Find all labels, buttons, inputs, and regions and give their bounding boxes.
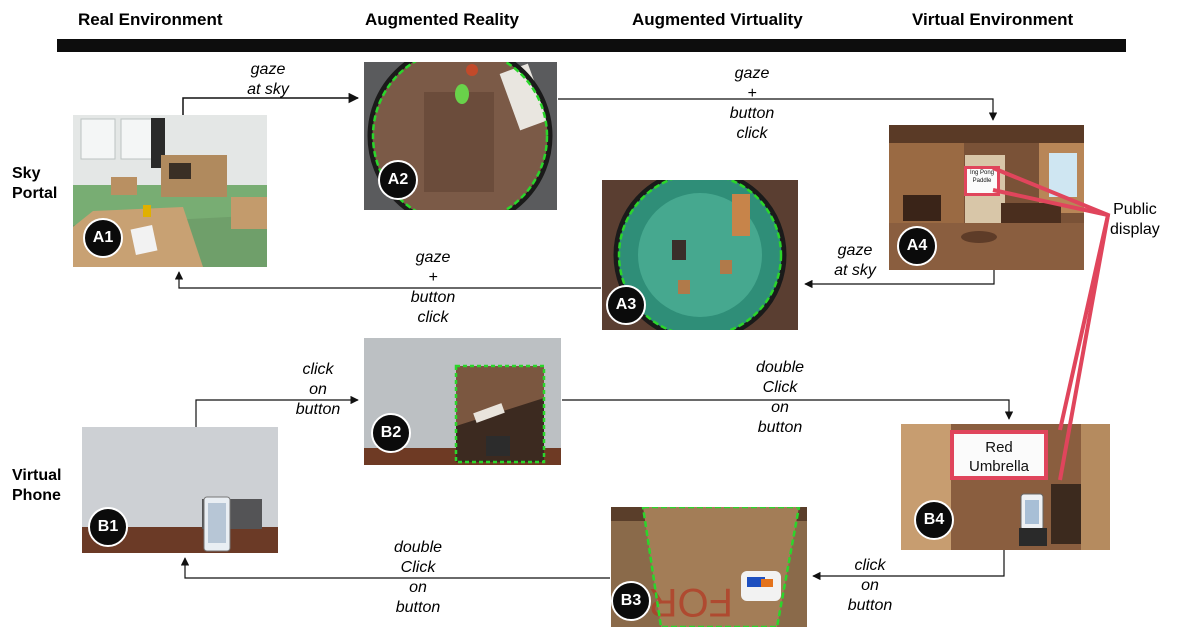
av-phone-scene: FOR <box>611 507 807 627</box>
panel-b1-photo <box>82 427 278 553</box>
real-phone-scene <box>82 427 278 553</box>
badge-b1: B1 <box>88 507 128 547</box>
caption-a3-a1: gaze + button click <box>411 248 455 328</box>
caption-line: + <box>428 269 438 286</box>
caption-line: double <box>755 359 805 376</box>
badge-b3: B3 <box>611 581 651 621</box>
panel-a2-photo <box>364 62 557 210</box>
sign-line: Red <box>985 439 1013 456</box>
badge-a3: A3 <box>606 285 646 325</box>
row-label-line: Virtual <box>12 467 62 484</box>
caption-a2-a4: gaze + button click <box>730 64 774 144</box>
label-line: Public <box>1113 201 1157 218</box>
badge-a4: A4 <box>897 226 937 266</box>
column-header-ar: Augmented Reality <box>365 10 519 29</box>
a4-sign-line: Ing Pong <box>969 170 995 176</box>
column-header-real: Real Environment <box>78 10 223 29</box>
a4-sign-line: Paddle <box>972 178 992 184</box>
caption-line: on <box>309 381 327 398</box>
sign-line: Umbrella <box>968 458 1029 475</box>
panel-b3-photo: FOR <box>611 507 807 627</box>
caption-line: click <box>417 309 449 326</box>
caption-b2-b4: double Click on button <box>756 358 804 438</box>
column-header-av: Augmented Virtuality <box>632 10 803 29</box>
caption-line: button <box>847 597 893 614</box>
row-label-sky-portal: Sky Portal <box>12 164 57 204</box>
caption-line: click <box>302 361 334 378</box>
caption-line: at sky <box>247 81 289 98</box>
caption-line: click <box>854 557 886 574</box>
badge-a1: A1 <box>83 218 123 258</box>
caption-a4-a3: gaze at sky <box>834 241 876 281</box>
panel-a3-photo <box>602 180 798 330</box>
red-umbrella-sign: Red Umbrella <box>950 430 1048 480</box>
caption-line: button <box>410 289 456 306</box>
caption-line: button <box>729 105 775 122</box>
row-label-virtual-phone: Virtual Phone <box>12 466 62 506</box>
row-label-line: Sky <box>12 165 41 182</box>
caption-b3-b1: double Click on button <box>394 538 442 618</box>
public-display-label: Public display <box>1110 200 1160 240</box>
caption-line: on <box>409 579 427 596</box>
badge-b4: B4 <box>914 500 954 540</box>
caption-a1-a2: gaze at sky <box>247 60 289 100</box>
caption-line: gaze <box>415 249 451 266</box>
caption-line: on <box>771 399 789 416</box>
row-label-line: Phone <box>12 487 61 504</box>
label-line: display <box>1110 221 1160 238</box>
badge-b2: B2 <box>371 413 411 453</box>
caption-b4-b3: click on button <box>848 556 892 616</box>
caption-line: button <box>395 599 441 616</box>
caption-line: at sky <box>834 262 876 279</box>
row-label-line: Portal <box>12 185 58 202</box>
arrow-a1-a2 <box>182 92 360 115</box>
caption-line: gaze <box>250 61 286 78</box>
caption-line: gaze <box>837 242 873 259</box>
column-header-ve: Virtual Environment <box>912 10 1074 29</box>
caption-line: Click <box>762 379 798 396</box>
caption-line: + <box>747 85 757 102</box>
caption-line: button <box>295 401 341 418</box>
arrow-a2-a4 <box>558 98 998 121</box>
arrow-a3-a1 <box>174 271 601 289</box>
arrow-b4-b3 <box>812 550 1005 581</box>
badge-a2: A2 <box>378 160 418 200</box>
caption-line: on <box>861 577 879 594</box>
caption-line: double <box>393 539 443 556</box>
caption-line: gaze <box>734 65 770 82</box>
caption-line: Click <box>400 559 436 576</box>
caption-b1-b2: click on button <box>296 360 340 420</box>
caption-line: button <box>757 419 803 436</box>
svg-text:FOR: FOR <box>649 580 733 624</box>
caption-line: click <box>736 125 768 142</box>
header-bar <box>57 39 1126 52</box>
av-fisheye-view <box>602 180 798 330</box>
a4-sign: Ing Pong Paddle <box>964 166 1000 196</box>
